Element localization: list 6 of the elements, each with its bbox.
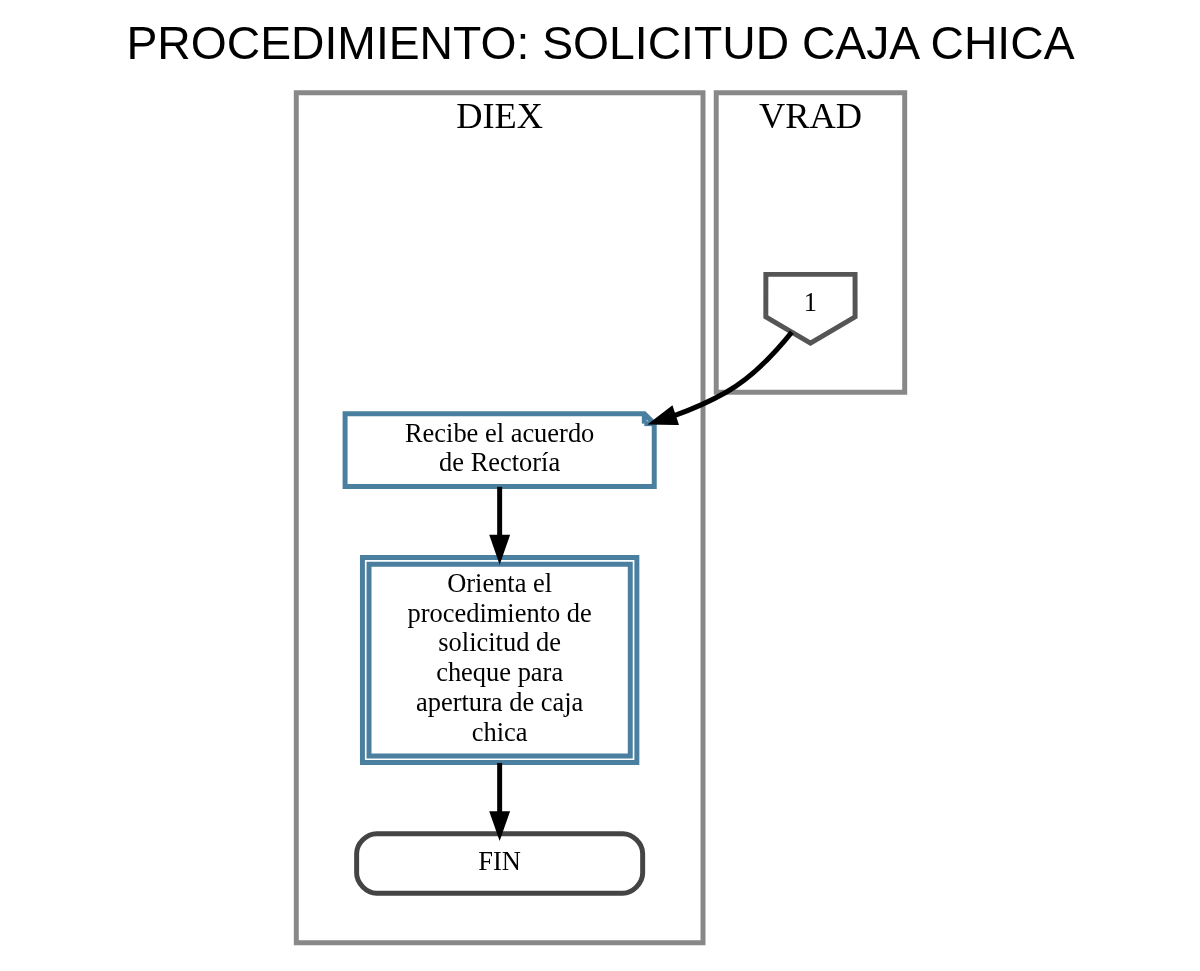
arrow: [488, 762, 510, 841]
diagram-title: PROCEDIMIENTO: SOLICITUD CAJA CHICA: [125, 16, 1075, 69]
node-box: FIN: [353, 831, 645, 896]
arrow: [488, 486, 510, 565]
arrow: [646, 330, 794, 426]
node-box: Orienta el procedimiento de solicitud de cheque para apertura de caja chica: [359, 555, 639, 766]
